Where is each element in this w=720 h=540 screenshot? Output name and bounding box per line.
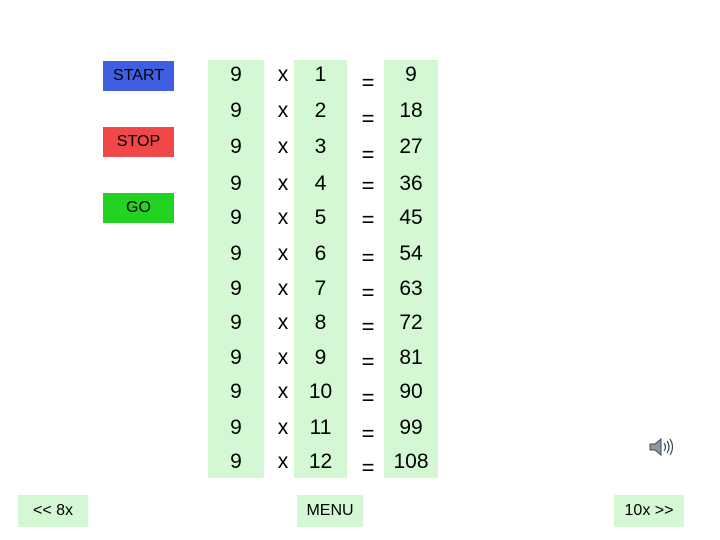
times-sign: x [277,206,289,229]
equals-sign: = [361,70,375,95]
multiplicand-cell: 9 [230,450,242,473]
equals-sign: = [361,207,375,232]
product-cell: 108 [393,450,429,473]
times-sign: x [277,63,289,86]
speaker-icon[interactable] [648,436,674,458]
times-sign: x [277,172,289,195]
prev-table-button[interactable]: << 8x [18,495,88,527]
multiplier-cell: 2 [314,99,327,122]
multiplier-cell: 5 [314,206,327,229]
equals-sign: = [361,245,375,270]
multiplicand-cell: 9 [230,99,242,122]
multiplier-cell: 3 [314,135,327,158]
start-button[interactable]: START [103,61,174,91]
multiplier-cell: 1 [314,63,327,86]
equals-sign: = [361,385,375,410]
multiplicand-cell: 9 [230,135,242,158]
product-cell: 27 [399,135,423,158]
multiplier-column [294,60,347,478]
product-cell: 9 [405,63,417,86]
multiplier-cell: 8 [314,311,327,334]
equals-sign: = [361,173,375,198]
multiplier-cell: 10 [308,380,333,403]
go-button[interactable]: GO [103,193,174,223]
times-sign: x [277,416,289,439]
product-cell: 63 [399,277,423,300]
product-cell: 99 [399,416,423,439]
product-cell: 45 [399,206,423,229]
times-sign: x [277,450,289,473]
times-sign: x [277,311,289,334]
product-cell: 72 [399,311,423,334]
multiplicand-cell: 9 [230,380,242,403]
multiplier-cell: 12 [308,450,333,473]
equals-sign: = [361,421,375,446]
stop-button[interactable]: STOP [103,127,174,157]
times-sign: x [277,99,289,122]
menu-button[interactable]: MENU [297,495,363,527]
equals-sign: = [361,280,375,305]
product-cell: 90 [399,380,423,403]
multiplicand-cell: 9 [230,172,242,195]
multiplicand-cell: 9 [230,416,242,439]
multiplicand-cell: 9 [230,63,242,86]
equals-sign: = [361,142,375,167]
product-column [384,60,438,478]
equals-sign: = [361,314,375,339]
multiplicand-cell: 9 [230,346,242,369]
equals-sign: = [361,106,375,131]
multiplier-cell: 9 [314,346,327,369]
next-table-button[interactable]: 10x >> [614,495,684,527]
times-sign: x [277,380,289,403]
product-cell: 18 [399,99,423,122]
multiplier-cell: 6 [314,242,327,265]
multiplicand-cell: 9 [230,311,242,334]
multiplier-cell: 7 [314,277,327,300]
product-cell: 36 [399,172,423,195]
times-sign: x [277,135,289,158]
multiplicand-column [208,60,264,478]
product-cell: 54 [399,242,423,265]
times-sign: x [277,277,289,300]
multiplicand-cell: 9 [230,242,242,265]
equals-sign: = [361,455,375,480]
multiplicand-cell: 9 [230,277,242,300]
multiplier-cell: 4 [314,172,327,195]
times-sign: x [277,242,289,265]
product-cell: 81 [399,346,423,369]
times-sign: x [277,346,289,369]
multiplier-cell: 11 [309,416,332,439]
equals-sign: = [361,349,375,374]
multiplicand-cell: 9 [230,206,242,229]
